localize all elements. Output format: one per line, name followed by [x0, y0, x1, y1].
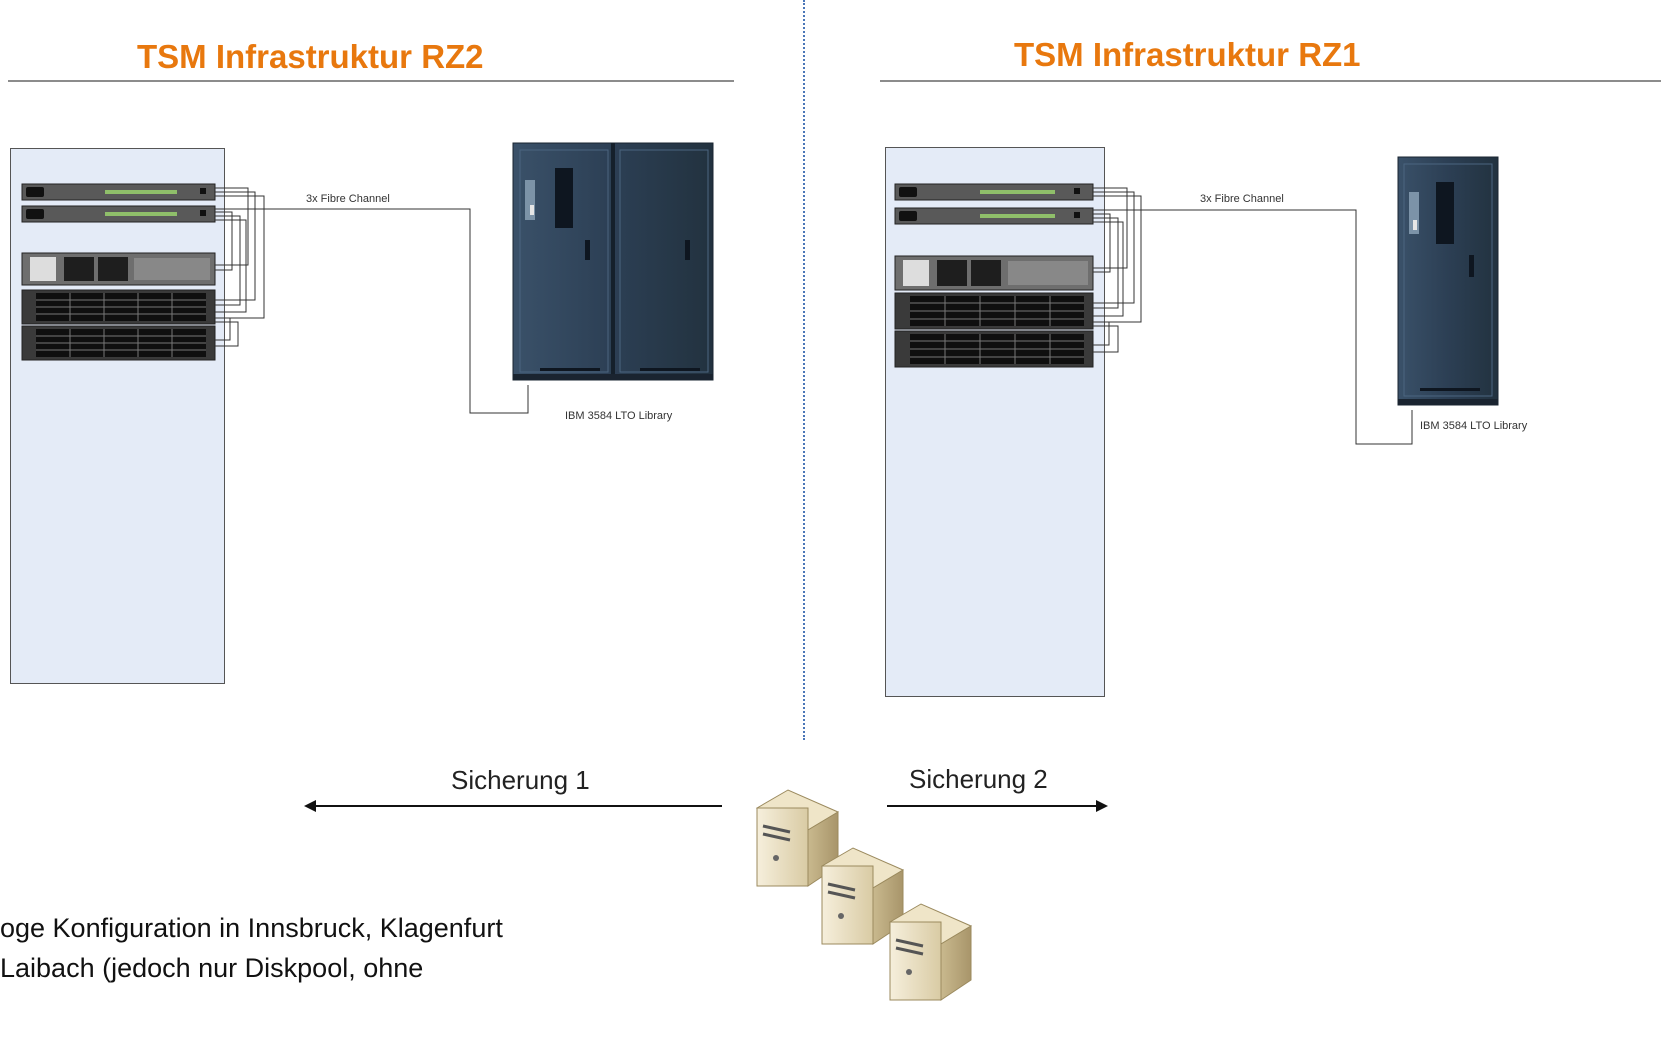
rz2-library-label: IBM 3584 LTO Library — [565, 410, 673, 422]
client-server-icon-3 — [888, 903, 973, 1001]
title-rule-rz1 — [880, 80, 1661, 82]
site-divider — [803, 0, 805, 740]
title-rz1: TSM Infrastruktur RZ1 — [1014, 36, 1361, 73]
rz2-tape-library — [512, 142, 714, 381]
rz1-switch-2 — [894, 207, 1094, 225]
rz2-switch-2 — [21, 205, 216, 223]
sicherung-1-label: Sicherung 1 — [451, 765, 590, 795]
rz2-fc-label: 3x Fibre Channel — [306, 193, 390, 205]
rz2-cabling — [215, 187, 529, 414]
bottom-text-line-1: oge Konfiguration in Innsbruck, Klagenfu… — [0, 913, 503, 943]
rack-rz1 — [885, 147, 1105, 697]
rz2-disk-array-2 — [21, 325, 216, 361]
rz1-fc-label: 3x Fibre Channel — [1200, 193, 1284, 205]
rz1-switch-1 — [894, 183, 1094, 201]
rz1-cabling — [1093, 187, 1413, 445]
rz2-disk-array-1 — [21, 289, 216, 325]
client-server-icon-1 — [755, 789, 840, 887]
rz2-switch-1 — [21, 183, 216, 201]
rz2-server — [21, 252, 216, 286]
rack-rz2 — [10, 148, 225, 684]
bottom-text-line-2: Laibach (jedoch nur Diskpool, ohne — [0, 953, 424, 983]
rz1-server — [894, 255, 1094, 291]
title-rz2: TSM Infrastruktur RZ2 — [137, 38, 484, 75]
rz1-tape-library — [1397, 156, 1499, 406]
title-rule-rz2 — [8, 80, 734, 82]
rz1-disk-array-2 — [894, 330, 1094, 368]
rz1-disk-array-1 — [894, 292, 1094, 330]
rz1-library-label: IBM 3584 LTO Library — [1420, 420, 1528, 432]
client-server-icon-2 — [820, 847, 905, 945]
sicherung-2-label: Sicherung 2 — [909, 764, 1048, 794]
